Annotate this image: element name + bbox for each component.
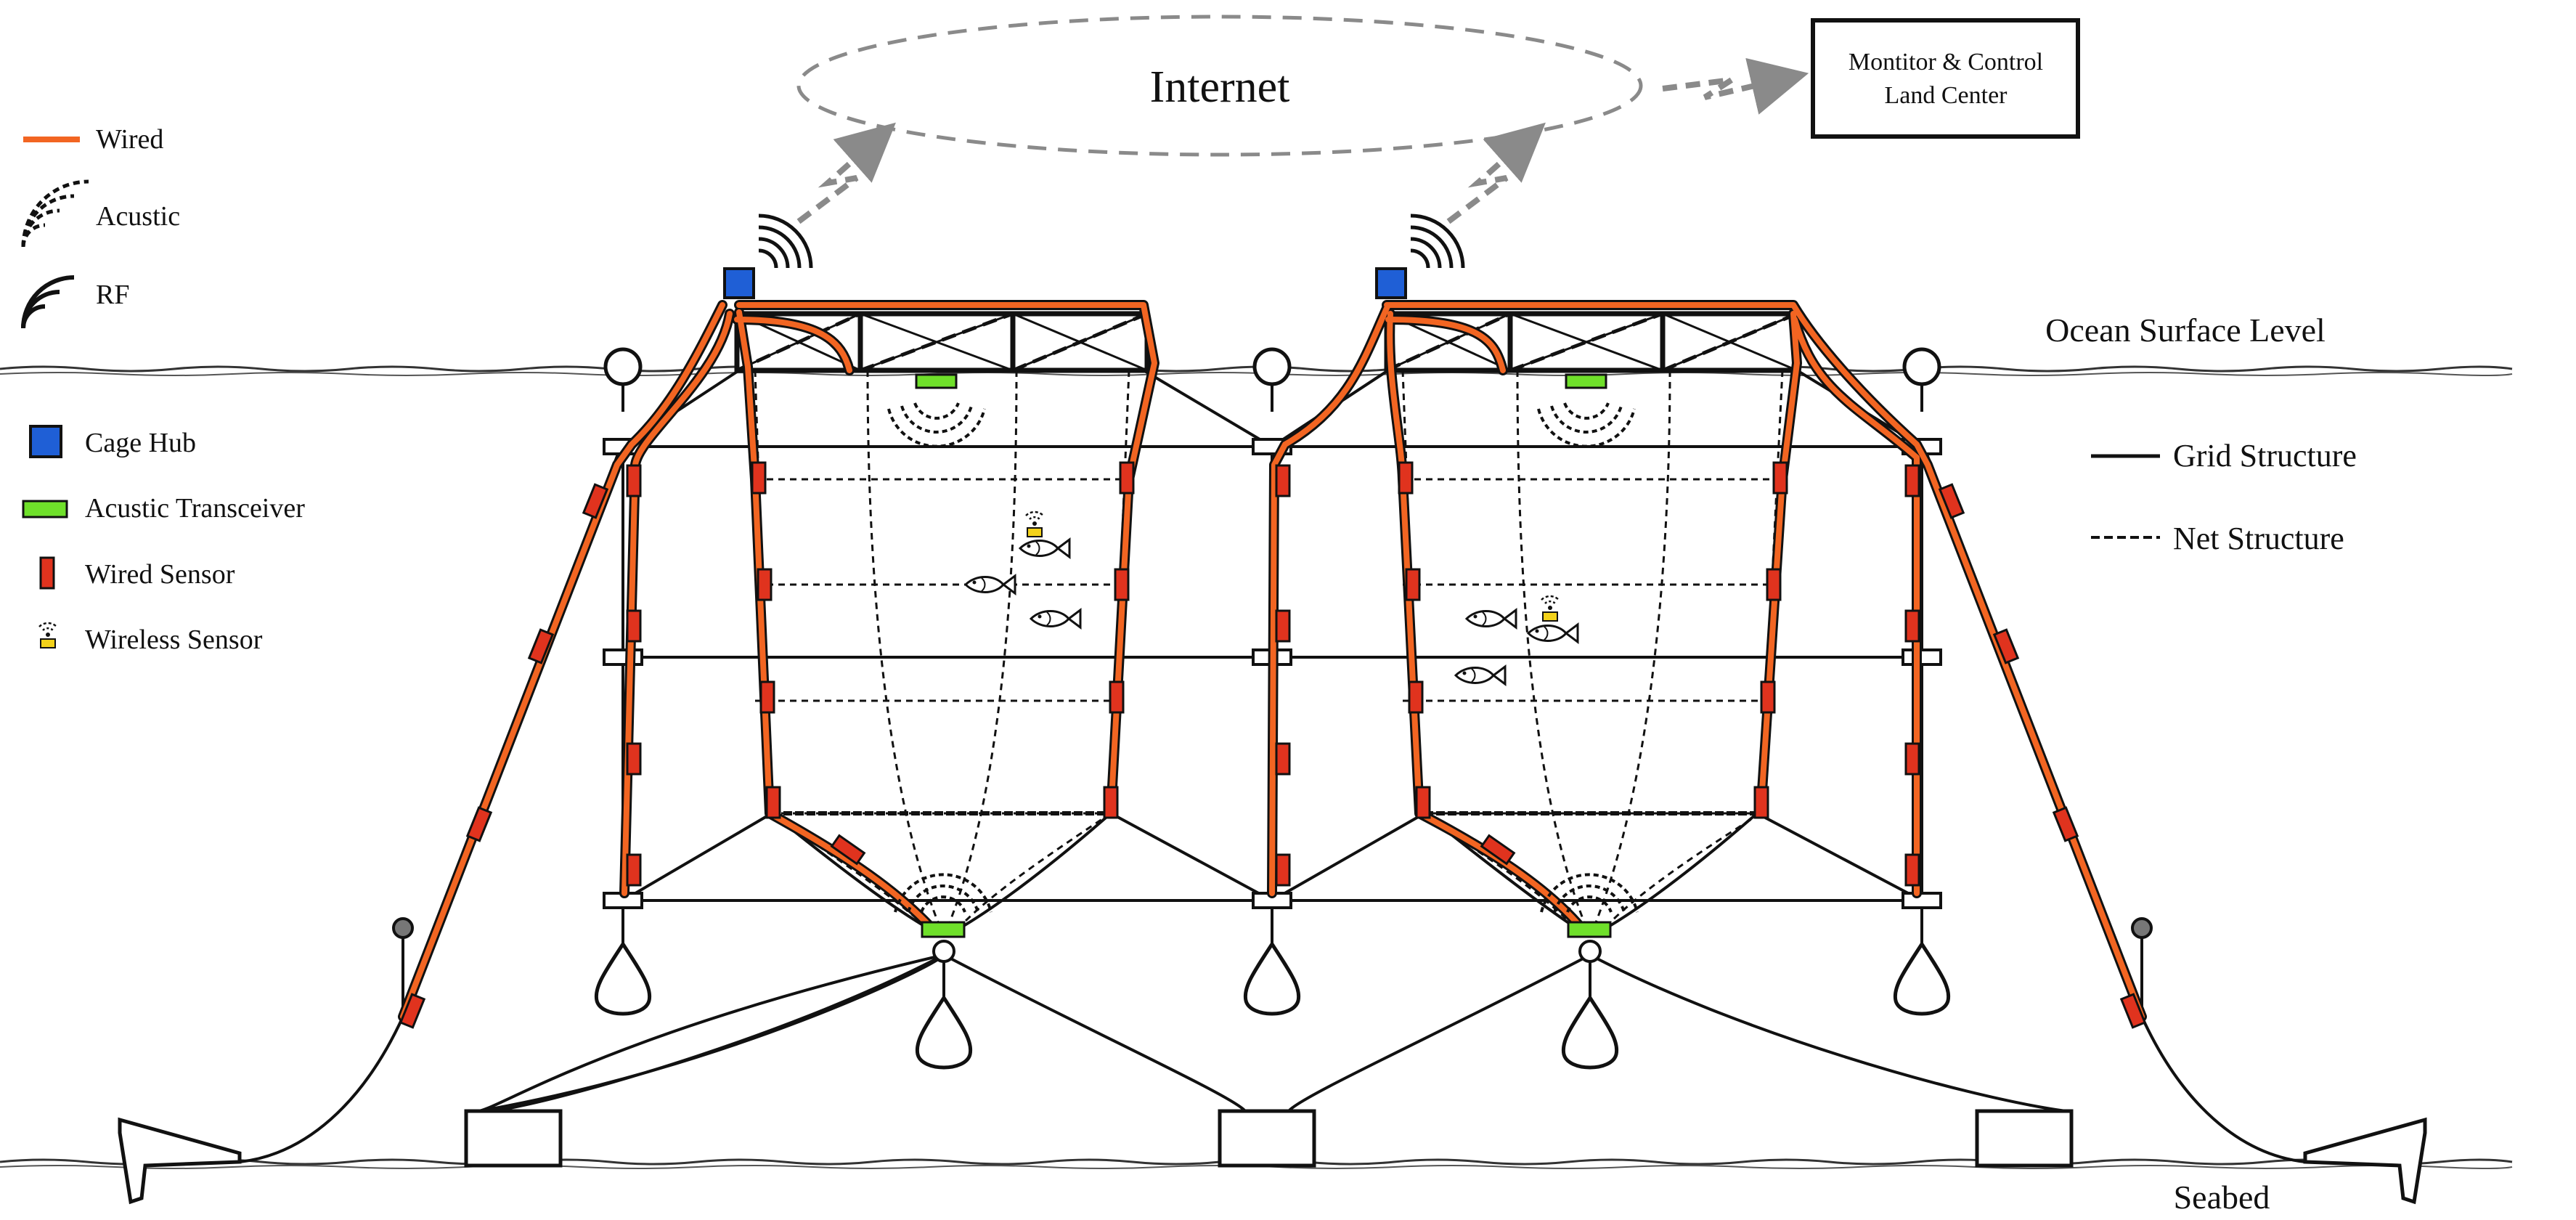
cage-hub-1	[723, 216, 811, 299]
internet-label: Internet	[1150, 62, 1290, 112]
legend-item-cage-hub: Cage Hub	[29, 425, 196, 458]
legend-label-acoustic-transceiver: Acustic Transceiver	[85, 493, 305, 524]
sinker-weights	[596, 908, 1948, 1068]
marker-buoys	[392, 917, 2153, 939]
internet-cloud: Internet	[796, 15, 1643, 157]
legend-right: Grid Structure Net Structure	[2091, 438, 2357, 556]
seabed-anchors	[118, 1117, 2427, 1205]
wired-sensor-icon	[39, 556, 55, 590]
acoustic-transceiver-icon	[22, 500, 68, 518]
seabed-label: Seabed	[2174, 1179, 2270, 1216]
legend-label-acoustic: Acustic	[96, 201, 180, 232]
ocean-surface-label: Ocean Surface Level	[2045, 312, 2326, 349]
legend-item-acoustic: Acustic	[21, 179, 180, 248]
legend-label-cage-hub: Cage Hub	[85, 428, 196, 458]
control-center-box: Montitor & Control Land Center	[1811, 18, 2080, 139]
legend-label-grid-structure: Grid Structure	[2173, 438, 2357, 473]
seabed-line: Seabed	[0, 1158, 2513, 1216]
wireless-sensors	[1024, 511, 1560, 622]
rf-icon	[21, 275, 75, 329]
legend-left: Wired Acustic RF Cage Hub Acust	[21, 124, 305, 655]
control-center-line2: Land Center	[1885, 82, 2008, 109]
control-center-line1: Montitor & Control	[1849, 49, 2043, 76]
legend-item-acoustic-transceiver: Acustic Transceiver	[22, 493, 305, 524]
cage-hub-icon	[29, 425, 62, 458]
concrete-blocks	[464, 1109, 2074, 1168]
cage-platform-2	[1384, 311, 1800, 373]
wireless-sensor-icon	[38, 622, 58, 649]
legend-item-net-structure: Net Structure	[2091, 521, 2344, 556]
legend-item-rf: RF	[21, 275, 129, 329]
legend-label-net-structure: Net Structure	[2173, 521, 2344, 556]
rf-links	[796, 57, 1809, 224]
rf-link-hub2-to-internet	[1446, 122, 1546, 224]
legend-item-wireless-sensor: Wireless Sensor	[38, 622, 263, 655]
legend-item-wired: Wired	[23, 124, 163, 155]
acoustic-icon	[21, 179, 89, 248]
legend-item-wired-sensor: Wired Sensor	[39, 556, 235, 590]
rf-link-hub1-to-internet	[796, 122, 896, 224]
rf-link-internet-to-center	[1662, 57, 1809, 115]
legend-label-rf: RF	[96, 280, 129, 310]
legend-item-grid-structure: Grid Structure	[2091, 438, 2357, 473]
legend-label-wired-sensor: Wired Sensor	[85, 559, 235, 590]
legend-label-wireless-sensor: Wireless Sensor	[85, 625, 263, 655]
cage-hub-2	[1375, 216, 1463, 299]
acoustic-transceivers	[887, 373, 1639, 938]
legend-label-wired: Wired	[96, 124, 163, 155]
